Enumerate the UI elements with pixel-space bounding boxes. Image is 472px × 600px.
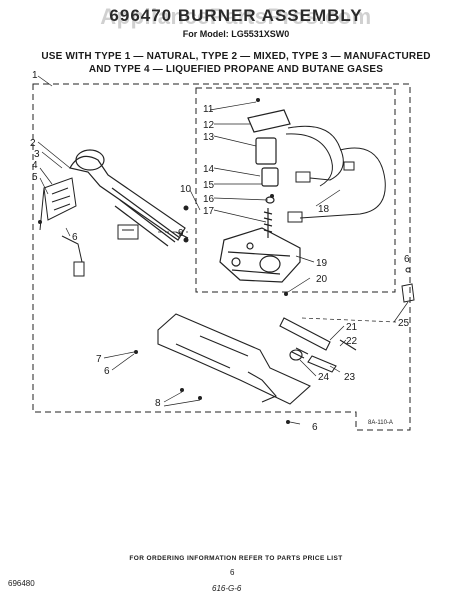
callout-23: 23	[344, 372, 356, 383]
ordering-note: FOR ORDERING INFORMATION REFER TO PARTS …	[129, 555, 343, 562]
callout-9: 9	[178, 228, 184, 239]
callout-10: 10	[180, 184, 192, 195]
callout-5: 5	[32, 172, 38, 183]
callout-2: 2	[30, 138, 36, 149]
watermark: AppliancePartsPros.com	[100, 4, 372, 29]
gas-valve	[219, 227, 301, 283]
callout-11: 11	[203, 104, 214, 115]
callout-17: 17	[203, 206, 215, 217]
base-bracket	[157, 313, 311, 405]
burner-tube	[69, 149, 189, 247]
callout-8: 8	[155, 398, 161, 409]
drawing-code: 8A-110-A	[368, 420, 393, 426]
igniter-bracket	[39, 177, 85, 277]
callout-20: 20	[316, 274, 328, 285]
callout-21: 21	[346, 322, 358, 333]
handwritten-note: 616-G-6	[212, 584, 242, 593]
usage-note-line-2: AND TYPE 4 — LIQUEFIED PROPANE AND BUTAN…	[88, 64, 384, 75]
callout-1: 1	[32, 70, 38, 81]
usage-note-line-1: USE WITH TYPE 1 — NATURAL, TYPE 2 — MIXE…	[41, 51, 431, 62]
callout-6b: 6	[104, 366, 110, 377]
document-number: 696480	[8, 579, 35, 588]
wire-harness	[285, 125, 386, 223]
pipe-and-orifice	[279, 317, 357, 373]
callout-24: 24	[318, 372, 330, 383]
callout-6d: 6	[404, 254, 410, 265]
callout-22: 22	[346, 336, 358, 347]
model-line: For Model: LG5531XSW0	[182, 29, 290, 39]
callout-14: 14	[203, 164, 215, 175]
mounting-bracket	[117, 224, 139, 240]
screws	[38, 98, 290, 424]
callout-19: 19	[316, 258, 328, 269]
callout-labels: 1 2 3 4 5 6 7 6 8 6 10 9 11 12 13 14 15 …	[30, 70, 410, 433]
callout-6c: 6	[312, 422, 318, 433]
callout-15: 15	[203, 180, 215, 191]
callout-18: 18	[318, 204, 330, 215]
callout-12: 12	[203, 120, 215, 131]
callout-6a: 6	[72, 232, 78, 243]
callout-13: 13	[203, 132, 215, 143]
valve-coils	[247, 109, 291, 238]
leader-lines	[37, 75, 409, 425]
callout-7: 7	[96, 354, 102, 365]
pipe-clamp	[401, 267, 415, 303]
callout-25: 25	[398, 318, 410, 329]
callout-16: 16	[203, 194, 215, 205]
callout-4: 4	[32, 160, 38, 171]
page-number: 6	[230, 568, 235, 577]
page-title: 696470 BURNER ASSEMBLY	[109, 6, 363, 25]
valve-subassembly-outline	[195, 87, 396, 293]
callout-3: 3	[34, 149, 40, 160]
